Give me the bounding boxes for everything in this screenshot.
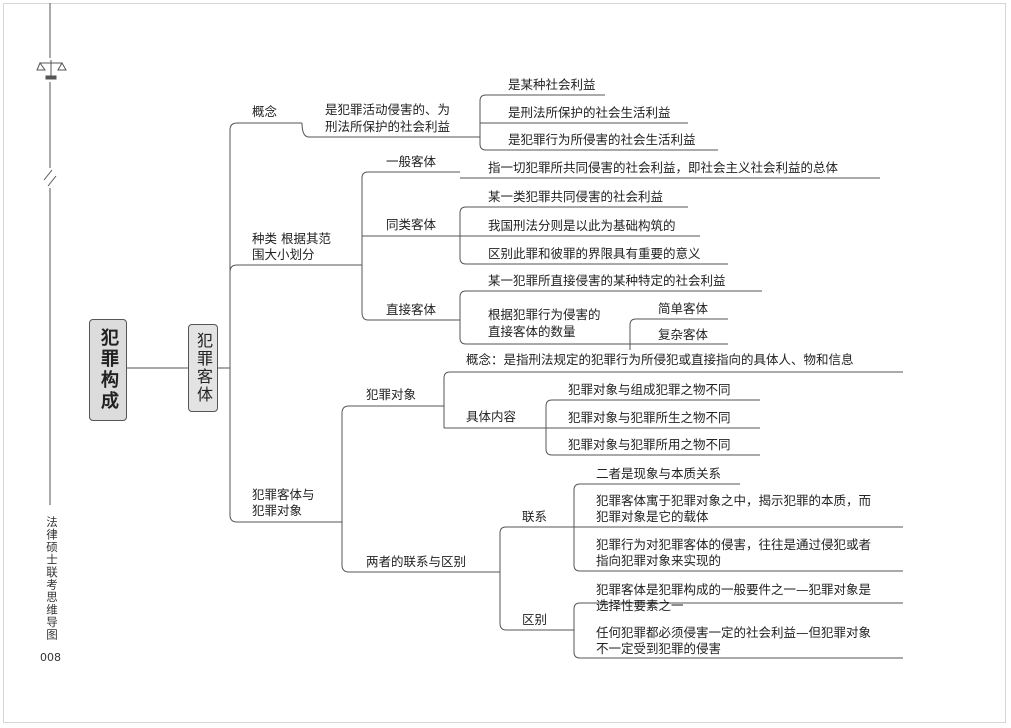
obj-label-line2: 犯罪对象 xyxy=(252,503,303,518)
link-item: 犯罪行为对犯罪客体的侵害，往往是通过侵犯或者 xyxy=(596,537,872,552)
target-content-item: 犯罪对象与犯罪所用之物不同 xyxy=(568,437,731,452)
concept-desc-line1: 是犯罪活动侵害的、为 xyxy=(325,102,451,117)
target-label: 犯罪对象 xyxy=(366,387,417,402)
root-node: 犯罪构成 xyxy=(89,319,127,421)
diff-item: 犯罪客体是犯罪构成的一般要件之一—犯罪对象是 xyxy=(596,582,872,597)
link-item: 指向犯罪对象来实现的 xyxy=(596,553,722,568)
page-number: 008 xyxy=(40,651,61,664)
types-label-line1: 种类 根据其范 xyxy=(252,231,331,246)
concept-item: 是犯罪行为所侵害的社会生活利益 xyxy=(508,132,696,147)
same-object-item: 区别此罪和彼罪的界限具有重要的意义 xyxy=(488,246,701,261)
relation-label: 两者的联系与区别 xyxy=(366,554,467,569)
target-content-item: 犯罪对象与组成犯罪之物不同 xyxy=(568,382,731,397)
scales-icon xyxy=(36,60,67,80)
same-object-label: 同类客体 xyxy=(386,217,437,232)
direct-by-count-line2: 直接客体的数量 xyxy=(488,324,576,339)
simple-object: 简单客体 xyxy=(658,301,709,316)
obj-label-line1: 犯罪客体与 xyxy=(252,487,315,502)
book-title-vertical: 法律硕士联考思维导图 xyxy=(45,516,59,641)
direct-object-label: 直接客体 xyxy=(386,302,437,317)
concept-desc-line2: 刑法所保护的社会利益 xyxy=(325,119,451,134)
diff-item: 任何犯罪都必须侵害一定的社会利益—但犯罪对象 xyxy=(596,625,872,640)
general-object-desc: 指一切犯罪所共同侵害的社会利益，即社会主义社会利益的总体 xyxy=(488,160,839,175)
same-object-item: 某一类犯罪共同侵害的社会利益 xyxy=(488,189,664,204)
complex-object: 复杂客体 xyxy=(658,327,709,342)
direct-object-item: 某一犯罪所直接侵害的某种特定的社会利益 xyxy=(488,273,726,288)
types-label-line2: 围大小划分 xyxy=(252,247,315,262)
diff-item: 选择性要素之一 xyxy=(596,598,684,613)
target-content-item: 犯罪对象与犯罪所生之物不同 xyxy=(568,410,731,425)
concept-item: 是某种社会利益 xyxy=(508,77,596,92)
diff-label: 区别 xyxy=(522,612,548,627)
diff-item: 不一定受到犯罪的侵害 xyxy=(596,641,722,656)
target-content-label: 具体内容 xyxy=(466,409,517,424)
page-border xyxy=(3,3,1006,723)
general-object-label: 一般客体 xyxy=(386,154,437,169)
link-item: 犯罪对象是它的载体 xyxy=(596,509,709,524)
concept-item: 是刑法所保护的社会生活利益 xyxy=(508,105,671,120)
link-item: 犯罪客体寓于犯罪对象之中，揭示犯罪的本质，而 xyxy=(596,493,872,508)
target-concept: 概念：是指刑法规定的犯罪行为所侵犯或直接指向的具体人、物和信息 xyxy=(466,352,854,367)
same-object-item: 我国刑法分则是以此为基础构筑的 xyxy=(488,218,676,233)
level1-node: 犯罪客体 xyxy=(188,324,218,412)
concept-label: 概念 xyxy=(252,104,278,119)
link-item: 二者是现象与本质关系 xyxy=(596,466,722,481)
direct-by-count-line1: 根据犯罪行为侵害的 xyxy=(488,307,601,322)
link-label: 联系 xyxy=(522,509,548,524)
